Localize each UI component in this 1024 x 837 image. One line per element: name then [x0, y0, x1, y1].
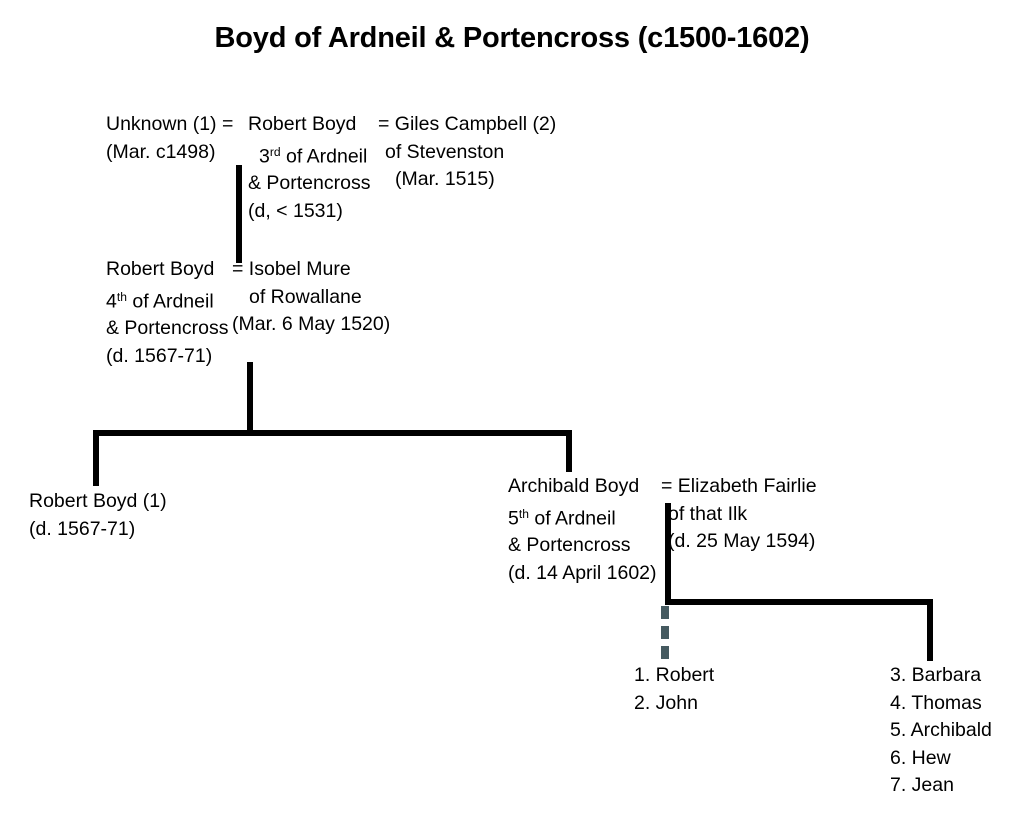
gen1-principal-title: 3rd of Ardneil	[248, 139, 370, 171]
gen3-child-right-block: Archibald Boyd 5th of Ardneil & Portencr…	[508, 473, 657, 587]
gen1-principal-estate: & Portencross	[248, 172, 371, 195]
gen4-children-right-list: 3. Barbara 4. Thomas 5. Archibald 6. Hew…	[890, 662, 992, 800]
connector-gen3-right-drop	[566, 430, 572, 472]
gen1-principal-title-ordinal: rd	[269, 144, 281, 159]
gen4-children-left-list: 1. Robert 2. John	[634, 662, 714, 717]
connector-gen3-left-drop	[93, 430, 99, 486]
gen1-spouse-left-name: Unknown (1) =	[106, 113, 234, 135]
gen2-principal-title-ordinal: th	[116, 289, 127, 304]
chart-title: Boyd of Ardneil & Portencross (c1500-160…	[214, 22, 810, 54]
connector-gen4-right-drop	[927, 599, 933, 661]
gen2-spouse-block: = Isobel Mure of Rowallane (Mar. 6 May 1…	[232, 256, 390, 339]
gen1-principal-name: Robert Boyd	[248, 113, 357, 135]
list-item: 1. Robert	[634, 664, 715, 686]
gen3-child-right-title-ordinal: th	[518, 506, 529, 521]
gen2-principal-estate: & Portencross	[106, 317, 229, 340]
gen3-child-right-death: (d. 14 April 1602)	[508, 561, 657, 584]
list-item: 4. Thomas	[890, 691, 982, 714]
list-item: 6. Hew	[890, 746, 951, 769]
gen2-principal-title-number: 4	[106, 289, 117, 312]
connector-gen3-marriage	[665, 503, 671, 605]
gen3-spouse-death: (d. 25 May 1594)	[668, 530, 816, 552]
connector-gen3-sibling-bar	[93, 430, 572, 436]
list-item: 2. John	[634, 691, 698, 714]
gen1-spouse-right-of: of Stevenston	[385, 140, 505, 163]
gen1-spouse-right-marriage: (Mar. 1515)	[395, 168, 495, 190]
gen1-principal-title-rest: of Ardneil	[280, 144, 368, 167]
gen3-child-left-name: Robert Boyd (1)	[29, 490, 167, 512]
connector-gen4-sibling-bar	[665, 599, 933, 605]
gen2-spouse-name: = Isobel Mure	[232, 258, 351, 280]
gen1-principal-block: Robert Boyd 3rd of Ardneil & Portencross…	[248, 111, 370, 225]
gen2-principal-name: Robert Boyd	[106, 258, 215, 280]
gen2-principal-block: Robert Boyd 4th of Ardneil & Portencross…	[106, 256, 228, 370]
gen2-spouse-of: of Rowallane	[249, 285, 362, 308]
gen3-child-right-title-rest: of Ardneil	[528, 506, 616, 529]
gen3-child-right-title-number: 5	[508, 506, 519, 529]
connector-gen2-stem	[247, 362, 253, 436]
gen2-principal-title: 4th of Ardneil	[106, 284, 228, 316]
list-item: 5. Archibald	[890, 719, 992, 741]
gen2-spouse-marriage: (Mar. 6 May 1520)	[232, 313, 391, 335]
gen1-principal-death: (d, < 1531)	[248, 199, 343, 222]
gen3-child-right-title: 5th of Ardneil	[508, 501, 657, 533]
gen2-principal-death: (d. 1567-71)	[106, 344, 213, 367]
gen3-child-left-death: (d. 1567-71)	[29, 517, 136, 540]
connector-gen1-to-gen2	[236, 165, 242, 263]
gen3-child-right-estate: & Portencross	[508, 534, 631, 557]
gen2-principal-title-rest: of Ardneil	[126, 289, 214, 312]
list-item: 7. Jean	[890, 774, 954, 796]
gen1-spouse-right-block: = Giles Campbell (2) of Stevenston (Mar.…	[378, 111, 556, 194]
gen1-spouse-left-marriage: (Mar. c1498)	[106, 140, 216, 163]
gen3-child-right-name: Archibald Boyd	[508, 475, 640, 497]
list-item: 3. Barbara	[890, 664, 982, 686]
gen3-spouse-of: of that Ilk	[668, 502, 748, 525]
gen1-principal-title-number: 3	[259, 144, 270, 167]
gen1-spouse-left-block: Unknown (1) = (Mar. c1498)	[106, 111, 233, 166]
gen1-spouse-right-name: = Giles Campbell (2)	[378, 113, 557, 135]
connector-gen4-left-dashed	[661, 606, 669, 659]
gen3-child-left-block: Robert Boyd (1) (d. 1567-71)	[29, 488, 167, 543]
gen3-child-right-spouse-block: = Elizabeth Fairlie of that Ilk (d. 25 M…	[661, 473, 817, 556]
gen3-spouse-name: = Elizabeth Fairlie	[661, 475, 817, 497]
